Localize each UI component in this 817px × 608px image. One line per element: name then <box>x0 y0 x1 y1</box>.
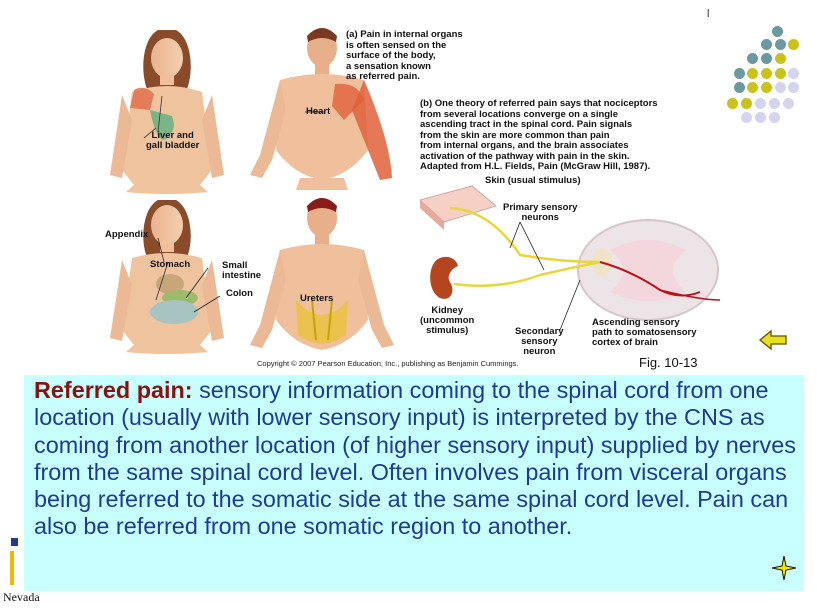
male-figure-bottom <box>250 198 394 350</box>
spinal-cord <box>577 219 719 321</box>
label-ureters: Ureters <box>300 293 334 304</box>
label-appendix: Appendix <box>105 229 149 240</box>
label-skin: Skin (usual stimulus) <box>485 175 581 186</box>
kidney <box>430 256 458 299</box>
bullet-mark-yellow <box>10 551 14 585</box>
definition-text: Referred pain: sensory information comin… <box>34 377 799 541</box>
dots-decoration <box>725 22 810 123</box>
definition-box: Referred pain: sensory information comin… <box>24 375 804 591</box>
figure-illustration <box>110 28 721 354</box>
label-heart: Heart <box>306 106 331 117</box>
bullet-mark <box>11 538 18 546</box>
sparkle-icon <box>771 555 797 581</box>
copyright: Copyright © 2007 Pearson Education, Inc.… <box>257 359 519 368</box>
label-stomach: Stomach <box>150 259 191 270</box>
label-colon: Colon <box>226 288 253 299</box>
skin-patch <box>419 185 497 230</box>
caption-b: (b) One theory of referred pain says tha… <box>420 98 658 172</box>
page-mark: l <box>707 8 710 20</box>
neuron-paths <box>449 206 721 301</box>
caption-a: (a) Pain in internal organs is often sen… <box>346 29 463 82</box>
female-figure-top <box>110 30 224 194</box>
female-figure-bottom <box>110 200 224 354</box>
male-figure-top <box>250 28 392 190</box>
back-arrow-icon[interactable] <box>758 329 788 351</box>
term: Referred pain: <box>34 377 193 403</box>
figure: (a) Pain in internal organs is often sen… <box>100 0 740 372</box>
definition: sensory information coming to the spinal… <box>34 377 796 540</box>
footer-text: Nevada <box>3 590 40 604</box>
fig-number: Fig. 10-13 <box>639 355 698 370</box>
